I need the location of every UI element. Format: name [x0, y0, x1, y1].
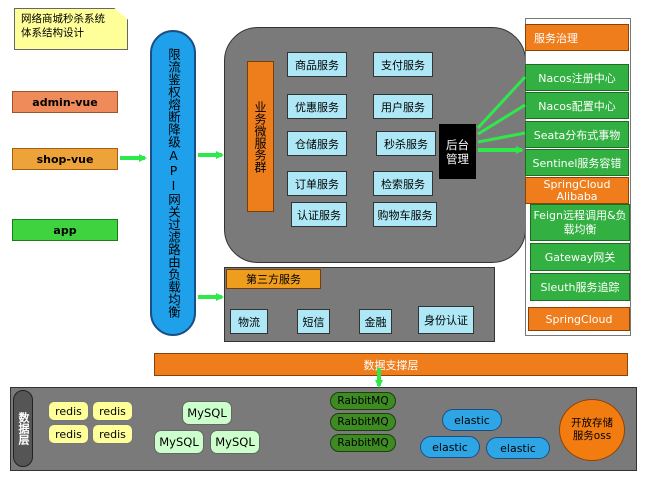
springcloud-label: SpringCloud	[528, 307, 630, 331]
microservice-group-label: 业务微服务群	[247, 61, 274, 212]
springcloud-alibaba-label: SpringCloud Alibaba	[525, 177, 629, 204]
governance-seata: Seata分布式事物	[525, 121, 629, 148]
client-shop-vue: shop-vue	[12, 148, 118, 170]
redis-node: redis	[92, 424, 133, 444]
backend-line-2: 管理	[446, 151, 469, 166]
title-note: 网络商城秒杀系统 体系结构设计	[14, 8, 128, 50]
service-user: 用户服务	[373, 94, 433, 119]
governance-sleuth: Sleuth服务追踪	[530, 273, 630, 301]
service-search: 检索服务	[373, 171, 433, 196]
springcloud-alibaba-line-2: Alibaba	[556, 189, 598, 203]
oss-storage: 开放存储 服务oss	[559, 399, 625, 461]
client-admin-vue: admin-vue	[12, 91, 118, 113]
oss-line-1: 开放存储	[571, 417, 613, 429]
governance-feign: Feign远程调用&负载均衡	[530, 204, 630, 241]
service-coupon: 优惠服务	[287, 94, 347, 119]
backend-line-1: 后台	[446, 137, 469, 152]
springcloud-alibaba-line-1: SpringCloud	[543, 177, 611, 191]
title-line-1: 网络商城秒杀系统	[21, 13, 105, 25]
redis-node: redis	[48, 401, 89, 421]
third-party-identity: 身份认证	[418, 306, 474, 334]
elastic-node: elastic	[486, 437, 550, 459]
backend-admin: 后台 管理	[439, 124, 476, 179]
elastic-node: elastic	[420, 436, 480, 458]
governance-nacos-config: Nacos配置中心	[525, 92, 629, 119]
oss-line-2: 服务oss	[572, 430, 612, 442]
redis-node: redis	[92, 401, 133, 421]
service-payment: 支付服务	[373, 52, 433, 77]
service-seckill: 秒杀服务	[376, 131, 436, 156]
mysql-node: MySQL	[210, 430, 260, 454]
third-party-sms: 短信	[297, 309, 330, 334]
mysql-node: MySQL	[154, 430, 204, 454]
service-warehouse: 仓储服务	[287, 131, 347, 156]
redis-node: redis	[48, 424, 89, 444]
elastic-node: elastic	[442, 409, 502, 431]
title-line-2: 体系结构设计	[21, 27, 84, 39]
governance-title: 服务治理	[525, 24, 629, 51]
rabbitmq-node: RabbitMQ	[330, 434, 396, 452]
service-auth: 认证服务	[291, 202, 347, 227]
third-party-finance: 金融	[359, 309, 392, 334]
data-layer-label: 数据层	[13, 390, 33, 467]
third-party-title: 第三方服务	[226, 269, 321, 289]
rabbitmq-node: RabbitMQ	[330, 392, 396, 410]
service-product: 商品服务	[287, 52, 347, 77]
mysql-node: MySQL	[182, 401, 232, 425]
governance-nacos-registry: Nacos注册中心	[525, 64, 629, 91]
api-gateway: 限流鉴权熔断降级API网关过滤路由负载均衡	[150, 30, 196, 336]
third-party-logistics: 物流	[230, 309, 268, 334]
service-order: 订单服务	[287, 171, 347, 196]
data-support-layer: 数据支撑层	[154, 353, 628, 376]
governance-sentinel: Sentinel服务容错	[525, 149, 629, 176]
service-cart: 购物车服务	[373, 202, 437, 227]
governance-gateway: Gateway网关	[530, 243, 630, 271]
client-app: app	[12, 219, 118, 241]
rabbitmq-node: RabbitMQ	[330, 413, 396, 431]
